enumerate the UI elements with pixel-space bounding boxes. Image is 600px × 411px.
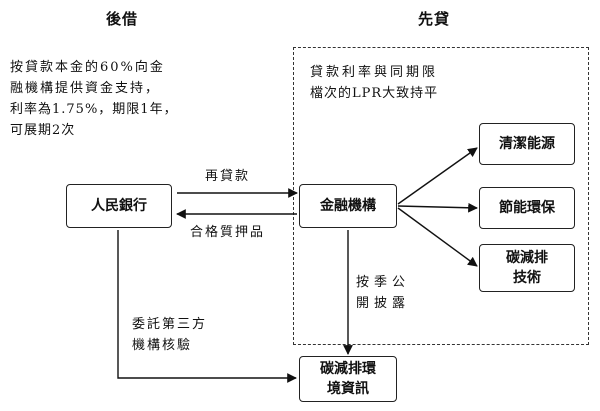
- fin-to-carbon-tech-arrow: [397, 207, 478, 267]
- header-lend-first: 先貸: [418, 10, 451, 28]
- collateral-label: 合格質押品: [190, 225, 266, 240]
- pboc-terms-line-4: 可展期2次: [10, 123, 76, 138]
- clean-energy-box: 清潔能源: [479, 123, 575, 165]
- disclosure-label-line-2: 開披露: [356, 296, 411, 311]
- verification-arrow: [117, 230, 297, 383]
- header-borrow-later: 後借: [106, 10, 139, 28]
- verification-label-line-2: 機構核驗: [132, 338, 193, 353]
- financial-institution-box: 金融機構: [299, 184, 397, 228]
- carbon-info-box: 碳減排環 境資訊: [299, 356, 397, 402]
- fin-to-clean-arrow: [397, 147, 478, 205]
- verification-label-line-1: 委託第三方: [132, 317, 208, 332]
- loan-rate-line-1: 貸款利率與同期限: [310, 65, 439, 80]
- disclosure-label-line-1: 按季公: [356, 275, 411, 290]
- energy-saving-box: 節能環保: [479, 187, 575, 229]
- pboc-terms-line-3: 利率為1.75%，期限1年，: [10, 102, 178, 117]
- pboc-box: 人民銀行: [66, 184, 172, 228]
- loan-rate-line-2: 檔次的LPR大致持平: [310, 86, 439, 101]
- fin-to-saving-arrow: [397, 202, 478, 213]
- carbon-tech-box: 碳減排 技術: [479, 244, 575, 292]
- pboc-terms-line-1: 按貸款本金的60%向金: [10, 60, 165, 75]
- pboc-terms-line-2: 融機構提供資金支持，: [10, 81, 161, 96]
- relending-label: 再貸款: [205, 169, 251, 184]
